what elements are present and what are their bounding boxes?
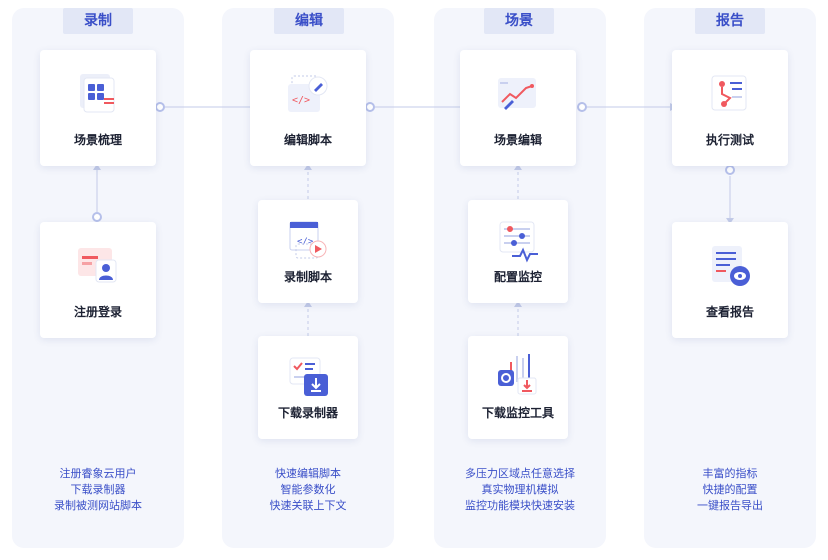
card-register-login[interactable]: 注册登录	[40, 222, 156, 338]
code-pen-icon: </>	[280, 68, 336, 120]
description-scene: 多压力区域点任意选择 真实物理机模拟 监控功能模块快速安装	[434, 466, 606, 514]
description-line: 快速编辑脚本	[275, 467, 341, 480]
card-edit-script[interactable]: </> 编辑脚本	[250, 50, 366, 166]
card-label: 查看报告	[705, 305, 754, 319]
card-label: 配置监控	[493, 270, 542, 284]
svg-text:</>: </>	[297, 237, 314, 247]
description-line: 录制被测网站脚本	[54, 499, 142, 512]
card-label: 编辑脚本	[283, 133, 332, 147]
description-line: 一键报告导出	[697, 499, 763, 512]
description-line: 下载录制器	[70, 483, 126, 496]
card-record-script[interactable]: </> 录制脚本	[258, 200, 358, 303]
sliders-wave-icon	[490, 214, 546, 266]
description-line: 智能参数化	[280, 483, 336, 496]
card-label: 执行测试	[705, 133, 754, 147]
description-line: 快速关联上下文	[269, 499, 347, 512]
description-line: 监控功能模块快速安装	[465, 499, 575, 512]
card-config-monitor[interactable]: 配置监控	[468, 200, 568, 303]
description-edit: 快速编辑脚本 智能参数化 快速关联上下文	[222, 466, 394, 514]
flow-test-icon	[702, 68, 758, 120]
svg-text:</>: </>	[292, 95, 310, 106]
description-record: 注册睿象云用户 下载录制器 录制被测网站脚本	[12, 466, 184, 514]
download-list-icon	[280, 350, 336, 402]
card-execute-test[interactable]: 执行测试	[672, 50, 788, 166]
card-download-monitor-tool[interactable]: 下载监控工具	[468, 336, 568, 439]
card-label: 下载录制器	[277, 406, 338, 420]
description-line: 真实物理机模拟	[481, 483, 559, 496]
description-report: 丰富的指标 快捷的配置 一键报告导出	[644, 466, 816, 514]
grid-doc-icon	[70, 68, 126, 120]
description-line: 多压力区域点任意选择	[465, 467, 575, 480]
card-label: 下载监控工具	[481, 406, 554, 420]
card-label: 场景梳理	[73, 133, 122, 147]
edit-chart-icon	[490, 68, 546, 120]
card-view-report[interactable]: 查看报告	[672, 222, 788, 338]
card-download-recorder[interactable]: 下载录制器	[258, 336, 358, 439]
card-scene-edit[interactable]: 场景编辑	[460, 50, 576, 166]
monitor-download-icon	[490, 350, 546, 402]
description-line: 快捷的配置	[702, 483, 758, 496]
column-title-report: 报告	[695, 8, 765, 34]
card-label: 录制脚本	[283, 270, 332, 284]
column-title-record: 录制	[63, 8, 133, 34]
card-scene-sorting[interactable]: 场景梳理	[40, 50, 156, 166]
column-title-scene: 场景	[484, 8, 554, 34]
card-label: 场景编辑	[493, 133, 542, 147]
description-line: 丰富的指标	[702, 467, 758, 480]
user-card-icon	[70, 240, 126, 292]
card-label: 注册登录	[73, 305, 122, 319]
report-eye-icon	[702, 240, 758, 292]
description-line: 注册睿象云用户	[59, 467, 137, 480]
column-title-edit: 编辑	[274, 8, 344, 34]
code-video-icon: </>	[280, 214, 336, 266]
